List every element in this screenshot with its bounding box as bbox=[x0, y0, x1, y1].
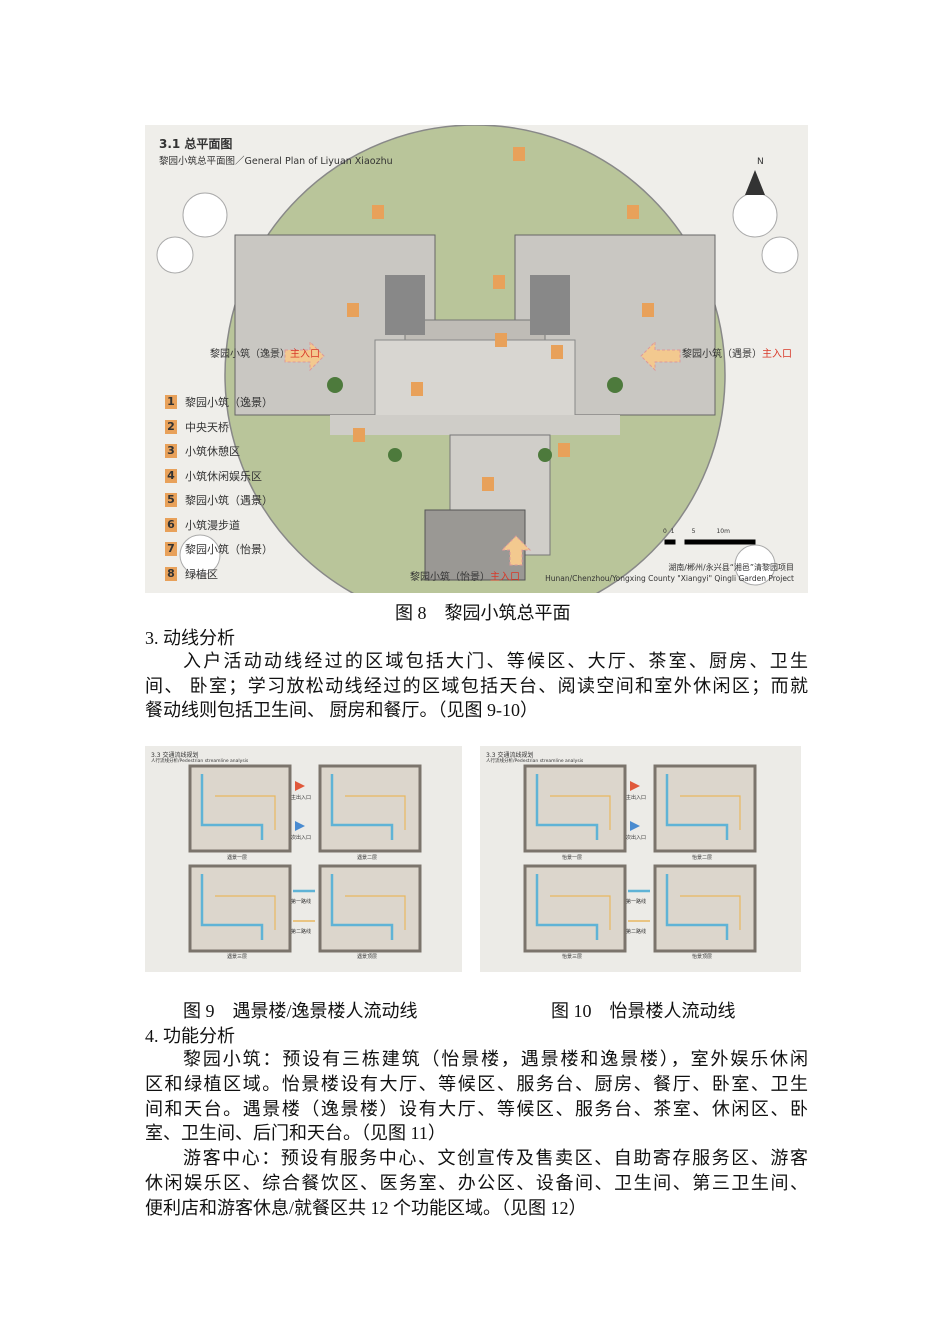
figure-title: 3.3 交通流线规划 bbox=[151, 752, 199, 759]
paragraph-line: 间和天台。遇景楼（逸景楼）设有大厅、等候区、服务台、茶室、休闲区、卧 bbox=[145, 1099, 808, 1119]
figure-8-general-plan: 3.1 总平面图 黎园小筑总平面图／General Plan of Liyuan… bbox=[145, 125, 808, 593]
paragraph-line: 便利店和游客休息/就餐区共 12 个功能区域。（见图 12） bbox=[145, 1198, 587, 1218]
section-4-heading: 4. 功能分析 bbox=[145, 1026, 235, 1046]
floor-plan bbox=[188, 764, 292, 853]
floor-plan bbox=[653, 864, 757, 953]
figure-8-title: 3.1 总平面图 bbox=[159, 137, 233, 151]
project-name-cn: 湖南/郴州/永兴县“湘邑”清黎园项目 bbox=[668, 563, 794, 572]
floor-label: 怡景二层 bbox=[692, 855, 713, 861]
floor-plan bbox=[523, 864, 627, 953]
section-3-heading: 3. 动线分析 bbox=[145, 628, 235, 648]
scale-bar-labels: 0 1 5 10m bbox=[663, 528, 730, 535]
floor-label: 遇景顶层 bbox=[357, 954, 378, 960]
floor-label: 遇景一层 bbox=[227, 855, 248, 861]
floor-plan bbox=[523, 764, 627, 853]
floor-label: 怡景三层 bbox=[562, 954, 583, 960]
paragraph-line: 间、 卧室；学习放松动线经过的区域包括天台、阅读空间和室外休闲区；而就 bbox=[145, 676, 808, 696]
floor-label: 怡景顶层 bbox=[692, 954, 713, 960]
legend-label: 次出入口 bbox=[291, 835, 312, 841]
legend-label: 第二路线 bbox=[626, 929, 647, 935]
entrance-right-label: 黎园小筑（遇景）主入口 bbox=[682, 349, 792, 360]
paragraph-line: 区和绿植区域。怡景楼设有大厅、等候区、服务台、厨房、餐厅、卧室、卫生 bbox=[145, 1074, 808, 1094]
figure-10-streamline: 3.3 交通流线规划人行流线分析/Pedestrian streamline a… bbox=[480, 746, 801, 972]
figure-subtitle: 人行流线分析/Pedestrian streamline analysis bbox=[486, 759, 584, 764]
project-name-en: Hunan/Chenzhou/Yongxing County "Xiangyi"… bbox=[545, 574, 794, 583]
entrance-bottom-label: 黎园小筑（怡景）主入口 bbox=[410, 572, 520, 583]
legend-label: 第一路线 bbox=[626, 899, 647, 905]
figure-title: 3.3 交通流线规划 bbox=[486, 752, 534, 759]
floor-plan bbox=[318, 764, 422, 853]
figure-9-caption: 图 9 遇景楼/逸景楼人流动线 bbox=[183, 1001, 418, 1021]
floor-plan bbox=[653, 764, 757, 853]
floor-plan bbox=[188, 864, 292, 953]
entrance-left-label: 黎园小筑（逸景）主入口 bbox=[210, 349, 320, 360]
legend-label: 次出入口 bbox=[626, 835, 647, 841]
legend-label: 第一路线 bbox=[291, 899, 312, 905]
legend-label: 第二路线 bbox=[291, 929, 312, 935]
floor-plan bbox=[318, 864, 422, 953]
figure-subtitle: 人行流线分析/Pedestrian streamline analysis bbox=[151, 759, 249, 764]
figure-9-streamline: 3.3 交通流线规划人行流线分析/Pedestrian streamline a… bbox=[145, 746, 462, 972]
paragraph-line: 游客中心：预设有服务中心、文创宣传及售卖区、自助寄存服务区、游客 bbox=[183, 1148, 808, 1168]
paragraph-line: 室、卫生间、后门和天台。（见图 11） bbox=[145, 1123, 446, 1143]
floor-label: 遇景三层 bbox=[227, 954, 248, 960]
legend-label: 主出入口 bbox=[291, 795, 312, 801]
floor-label: 遇景二层 bbox=[357, 855, 378, 861]
floor-label: 怡景一层 bbox=[562, 855, 583, 861]
paragraph-line: 入户活动动线经过的区域包括大门、等候区、大厅、茶室、厨房、卫生 bbox=[183, 651, 808, 671]
paragraph-line: 黎园小筑：预设有三栋建筑（怡景楼，遇景楼和逸景楼），室外娱乐休闲 bbox=[183, 1049, 808, 1069]
paragraph-line: 餐动线则包括卫生间、 厨房和餐厅。（见图 9-10） bbox=[145, 700, 538, 720]
site-plan-drawing bbox=[156, 125, 799, 593]
paragraph-line: 休闲娱乐区、综合餐饮区、医务室、办公区、设备间、卫生间、第三卫生间、 bbox=[145, 1173, 808, 1193]
figure-10-caption: 图 10 怡景楼人流动线 bbox=[551, 1001, 736, 1021]
figure-8-subtitle: 黎园小筑总平面图／General Plan of Liyuan Xiaozhu bbox=[159, 156, 393, 167]
legend-label: 主出入口 bbox=[626, 795, 647, 801]
north-label: N bbox=[757, 157, 764, 167]
figure-8-caption: 图 8 黎园小筑总平面 bbox=[395, 603, 571, 623]
